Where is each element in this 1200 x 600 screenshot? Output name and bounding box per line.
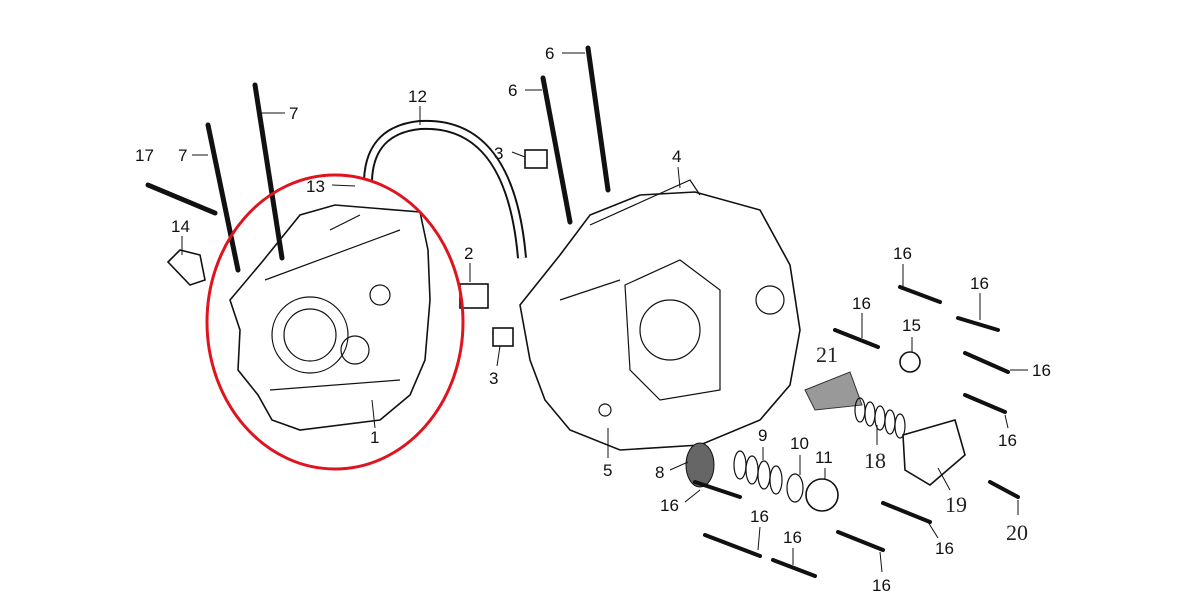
label-16: 16 bbox=[750, 507, 769, 526]
label-7: 7 bbox=[289, 104, 298, 123]
label-16: 16 bbox=[872, 576, 891, 595]
label-6: 6 bbox=[545, 44, 554, 63]
drain-plug-part bbox=[805, 478, 839, 512]
label-3: 3 bbox=[494, 144, 503, 163]
label-5: 5 bbox=[603, 461, 612, 480]
dowel-part bbox=[492, 327, 514, 347]
label-12: 12 bbox=[408, 87, 427, 106]
label-15: 15 bbox=[902, 316, 921, 335]
bolts bbox=[693, 285, 1020, 578]
label-21: 21 bbox=[816, 342, 838, 367]
part-labels: 17 7 7 12 13 14 2 3 3 1 6 6 4 5 16 16 16… bbox=[135, 44, 1051, 595]
label-16: 16 bbox=[852, 294, 871, 313]
label-16: 16 bbox=[660, 496, 679, 515]
bearing-part bbox=[459, 283, 489, 309]
label-11: 11 bbox=[815, 448, 833, 467]
studs bbox=[145, 45, 611, 273]
label-9: 9 bbox=[758, 426, 767, 445]
label-2: 2 bbox=[464, 244, 473, 263]
oil-seal-part bbox=[899, 351, 921, 373]
label-16: 16 bbox=[935, 539, 954, 558]
clamp-part bbox=[166, 249, 206, 286]
label-13: 13 bbox=[306, 177, 325, 196]
label-10: 10 bbox=[790, 434, 809, 453]
label-16: 16 bbox=[970, 274, 989, 293]
label-20: 20 bbox=[1006, 520, 1028, 545]
o-ring-part bbox=[786, 473, 804, 503]
screen-filter-part bbox=[685, 442, 715, 488]
spring-9-part bbox=[733, 450, 783, 495]
label-14: 14 bbox=[171, 217, 190, 236]
cover-21-part bbox=[804, 371, 863, 411]
label-6: 6 bbox=[508, 81, 517, 100]
plate-19-part bbox=[902, 419, 966, 486]
label-7: 7 bbox=[178, 146, 187, 165]
label-1: 1 bbox=[370, 428, 379, 447]
label-4: 4 bbox=[672, 147, 681, 166]
label-18: 18 bbox=[864, 448, 886, 473]
label-17: 17 bbox=[135, 146, 154, 165]
dowel-part bbox=[524, 149, 548, 169]
label-16: 16 bbox=[893, 244, 912, 263]
label-3: 3 bbox=[489, 369, 498, 388]
label-16: 16 bbox=[998, 431, 1017, 450]
leader-lines bbox=[181, 52, 1028, 573]
highlight-circle bbox=[205, 173, 465, 471]
label-8: 8 bbox=[655, 463, 664, 482]
left-crankcase-part bbox=[229, 204, 431, 431]
spring-18-part bbox=[854, 397, 906, 439]
right-crankcase-part bbox=[519, 179, 801, 451]
label-16: 16 bbox=[1032, 361, 1051, 380]
label-19: 19 bbox=[945, 492, 967, 517]
label-16: 16 bbox=[783, 528, 802, 547]
